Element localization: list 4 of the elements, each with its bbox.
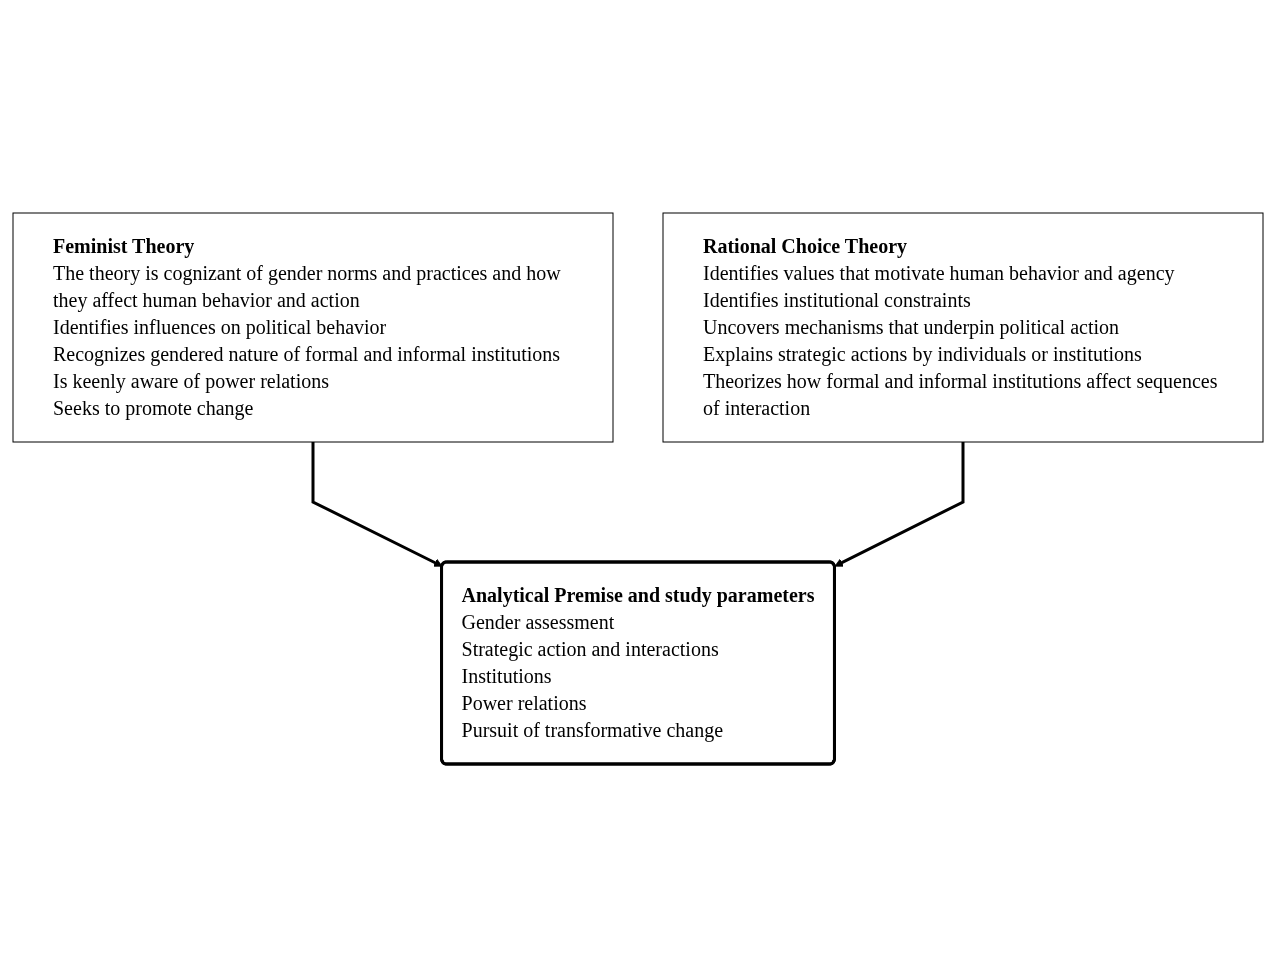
node-box: Rational Choice Theory Identifies values that motivate human behavior and agency Identifies institutional constraints Uncovers mechanisms that underpin political action Explains strategic actions by individuals or institutions Theorizes how formal and informal institutions affect sequences of interaction — [662, 212, 1264, 443]
arrow — [834, 442, 965, 567]
node-box: Feminist Theory The theory is cognizant of gender norms and practices and how they affect human behavior and action Identifies influences on political behavior Recognizes gendered nature of formal and informal institutions Is keenly aware of power relations Seeks to promote change — [12, 212, 614, 443]
arrow — [311, 442, 443, 567]
